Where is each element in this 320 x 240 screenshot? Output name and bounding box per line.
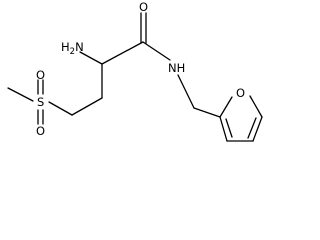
furan-oxygen-label: O bbox=[236, 86, 245, 100]
bond-ch2-ch2 bbox=[71, 97, 103, 116]
bond-amide-nitrogen-ch2 bbox=[177, 74, 195, 109]
amine-hydrogen: H bbox=[61, 40, 70, 54]
bond-alpha-carbon-amine bbox=[79, 51, 103, 65]
bond-ch2-furan bbox=[193, 107, 221, 118]
amide-nitrogen-symbol: N bbox=[168, 61, 177, 75]
bond-carbonyl-amide-nitrogen bbox=[142, 41, 171, 61]
bond-furan-c3-c2-b bbox=[225, 118, 233, 138]
bond-furan-c2-o1 bbox=[219, 96, 233, 118]
bond-furan-c5-c4-b bbox=[247, 117, 257, 139]
sulfur-label: S bbox=[37, 95, 44, 109]
amide-hydrogen-symbol: H bbox=[177, 61, 186, 75]
bond-group bbox=[7, 12, 263, 142]
bond-furan-o1-c5 bbox=[249, 95, 263, 118]
sulfonyl-oxygen-lower-label: O bbox=[36, 124, 45, 138]
bond-methyl-sulfur bbox=[7, 87, 34, 102]
amine-label: H2N bbox=[61, 40, 84, 57]
bond-alpha-carbon-carbonyl bbox=[101, 41, 144, 65]
amine-subscript: 2 bbox=[70, 47, 75, 57]
atom-labels: H2N O NH S O O O bbox=[36, 0, 245, 138]
sulfonyl-oxygen-upper-label: O bbox=[36, 68, 45, 82]
molecule-structure-diagram: H2N O NH S O O O bbox=[7, 0, 263, 142]
carbonyl-oxygen-label: O bbox=[139, 0, 148, 14]
amide-nitrogen-label: NH bbox=[168, 61, 185, 75]
amine-nitrogen: N bbox=[75, 40, 84, 54]
bond-furan-c5-c4-a bbox=[252, 116, 263, 142]
bond-furan-c3-c2-a bbox=[219, 116, 228, 142]
bond-sulfur-ch2 bbox=[48, 101, 73, 116]
